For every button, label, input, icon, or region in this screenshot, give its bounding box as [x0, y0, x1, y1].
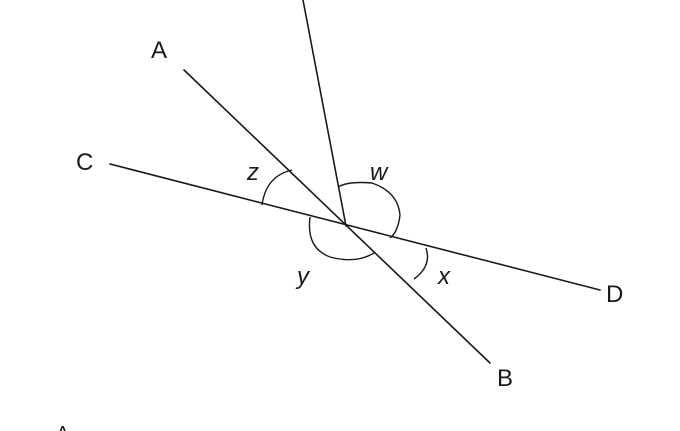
angle-arc-y	[308, 216, 375, 261]
angle-arc-w	[337, 181, 401, 239]
stray-letter: A	[56, 423, 70, 431]
ray-up	[302, 0, 347, 227]
angle-label-w: w	[370, 159, 389, 186]
angle-label-y: y	[295, 263, 311, 290]
angle-label-x: x	[437, 263, 451, 290]
point-label-c: C	[76, 149, 93, 176]
angle-arc-z	[261, 169, 293, 206]
point-label-b: B	[497, 365, 513, 392]
line-cd	[109, 163, 601, 291]
angle-arc-x	[413, 247, 429, 280]
point-label-a: A	[151, 37, 167, 64]
line-ab	[183, 69, 491, 364]
angle-label-z: z	[246, 159, 259, 186]
point-label-d: D	[606, 281, 623, 308]
